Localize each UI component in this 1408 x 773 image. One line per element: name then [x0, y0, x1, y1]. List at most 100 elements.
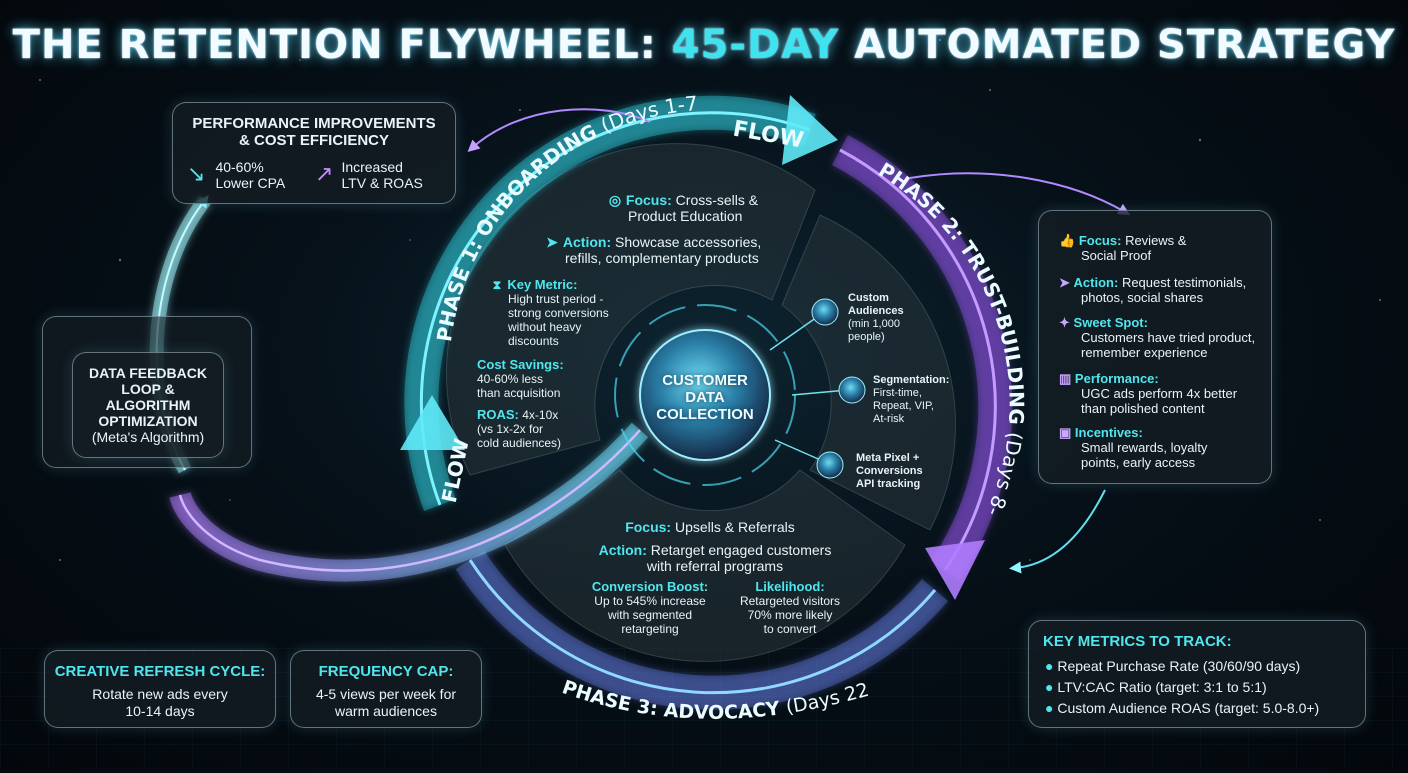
- lightbulb-icon: ✦: [1059, 315, 1070, 330]
- performance-left-line2: Lower CPA: [215, 175, 286, 191]
- bar-chart-icon: ▥: [1059, 371, 1072, 386]
- node-pixel-line2: Conversions: [856, 465, 923, 477]
- target-icon: ◎: [608, 192, 622, 208]
- phase1-savings-key: Cost Savings:: [477, 357, 564, 372]
- node-seg-line2: First-time,: [873, 387, 922, 399]
- phase1-metric-val3: without heavy: [508, 320, 582, 334]
- phase3-like-val2: 70% more likely: [747, 608, 833, 622]
- phase1-roas-key: ROAS:: [477, 407, 519, 422]
- phase3-like-val3: to convert: [763, 622, 817, 636]
- phase1-action: ➤ Action: Showcase accessories, refills,…: [545, 234, 761, 266]
- node-label-audiences: Custom Audiences (min 1,000 people): [848, 292, 904, 344]
- node-audiences-line4: people): [848, 331, 885, 343]
- phase2-sweet-key: Sweet Spot:: [1073, 315, 1148, 330]
- connector-arrow-right: [909, 172, 1131, 216]
- node-label-pixel: Meta Pixel + Conversions API tracking: [856, 452, 923, 491]
- node-sphere-pixel: [816, 451, 844, 479]
- phase3-action-val1: Retarget engaged customers: [650, 542, 832, 558]
- creative-refresh-panel: CREATIVE REFRESH CYCLE: Rotate new ads e…: [44, 650, 276, 728]
- phase1-action-val2: refills, complementary products: [565, 250, 759, 266]
- phase3-likelihood: Likelihood: Retargeted visitors 70% more…: [720, 579, 860, 637]
- phase1-focus: ◎ Focus: Cross-sells & Product Education: [608, 192, 758, 224]
- creative-line2: 10-14 days: [125, 703, 195, 719]
- phase1-metric: ⧗ Key Metric: High trust period - strong…: [490, 277, 609, 349]
- key-metrics-panel: KEY METRICS TO TRACK: ● Repeat Purchase …: [1028, 620, 1366, 728]
- phase3-focus: Focus: Upsells & Referrals: [560, 519, 860, 535]
- node-seg-line1: Segmentation:: [873, 374, 950, 386]
- metrics-title: KEY METRICS TO TRACK:: [1043, 633, 1232, 650]
- phase1-action-key: Action:: [562, 234, 612, 250]
- gift-icon: ▣: [1059, 425, 1072, 440]
- phase3-boost: Conversion Boost: Up to 545% increase wi…: [575, 579, 725, 637]
- metrics-item-3: Custom Audience ROAS (target: 5.0-8.0+): [1057, 700, 1320, 716]
- performance-left-stat: ↘ 40-60%Lower CPA: [187, 159, 285, 191]
- phase2-focus: 👍 Focus: Reviews & Social Proof: [1059, 233, 1186, 263]
- center-label: CUSTOMER DATA COLLECTION: [640, 372, 770, 423]
- hourglass-icon: ⧗: [492, 278, 502, 292]
- performance-title: PERFORMANCE IMPROVEMENTS & COST EFFICIEN…: [173, 115, 455, 149]
- connector-arrow-top: [467, 108, 651, 153]
- performance-left-line1: 40-60%: [215, 159, 264, 175]
- phase2-sweet: ✦ Sweet Spot: Customers have tried produ…: [1059, 315, 1255, 360]
- share-icon: ➤: [546, 234, 558, 250]
- phase1-savings-val2: than acquisition: [477, 386, 561, 400]
- phase2-sector: [781, 214, 957, 531]
- phase1-savings: Cost Savings: 40-60% less than acquisiti…: [477, 357, 564, 401]
- node-pixel-line3: API tracking: [856, 478, 921, 490]
- phase2-perf-val1: UGC ads perform 4x better: [1081, 386, 1238, 401]
- connector-arrow-bottom: [1009, 489, 1106, 574]
- phase1-roas-val3: cold audiences): [477, 436, 562, 450]
- phase3-action: Action: Retarget engaged customers with …: [540, 542, 890, 574]
- phase2-details-panel: 👍 Focus: Reviews & Social Proof ➤ Action…: [1038, 210, 1272, 484]
- phase3-action-val2: with referral programs: [646, 558, 784, 574]
- feedback-line2: LOOP &: [121, 381, 175, 397]
- phase2-action-val2: photos, social shares: [1081, 290, 1204, 305]
- center-line-2: DATA: [685, 389, 725, 406]
- phase2-sweet-val2: remember experience: [1081, 345, 1208, 360]
- node-label-segmentation: Segmentation: First-time, Repeat, VIP, A…: [873, 374, 949, 426]
- phase3-like-key: Likelihood:: [755, 579, 825, 594]
- phase1-savings-val1: 40-60% less: [477, 372, 544, 386]
- node-audiences-line1: Custom: [848, 292, 889, 304]
- ring-arrowhead-top: [782, 95, 838, 165]
- phase1-metric-key: Key Metric:: [507, 277, 578, 292]
- phase1-metric-val1: High trust period -: [508, 292, 604, 306]
- phase3-like-val1: Retargeted visitors: [739, 594, 841, 608]
- phase2-inc-val2: points, early access: [1081, 455, 1196, 470]
- phase2-focus-key: Focus:: [1078, 233, 1122, 248]
- metrics-item: ● LTV:CAC Ratio (target: 3:1 to 5:1): [1045, 679, 1267, 695]
- node-pixel-line1: Meta Pixel +: [856, 452, 920, 464]
- metrics-item: ● Repeat Purchase Rate (30/60/90 days): [1045, 658, 1301, 674]
- feedback-sweep-edge: [178, 429, 641, 572]
- phase1-focus-val2: Product Education: [628, 208, 743, 224]
- metrics-item: ● Custom Audience ROAS (target: 5.0-8.0+…: [1045, 700, 1320, 716]
- node-audiences-line2: Audiences: [848, 305, 904, 317]
- share-arrow-icon: ➤: [1059, 275, 1070, 290]
- phase2-perf: ▥ Performance: UGC ads perform 4x better…: [1059, 371, 1237, 416]
- node-line-audiences: [769, 314, 821, 351]
- phase1-roas: ROAS: 4x-10x (vs 1x-2x for cold audience…: [477, 407, 562, 451]
- trend-down-icon: ↘: [187, 161, 206, 186]
- phase2-focus-val2: Social Proof: [1081, 248, 1152, 263]
- frequency-title: FREQUENCY CAP:: [318, 663, 454, 680]
- center-sphere: [639, 329, 771, 461]
- feedback-loop-panel: DATA FEEDBACK LOOP & ALGORITHM OPTIMIZAT…: [72, 352, 224, 458]
- phase3-focus-val: Upsells & Referrals: [674, 519, 795, 535]
- phase2-incentives: ▣ Incentives: Small rewards, loyalty poi…: [1059, 425, 1207, 470]
- frequency-line1: 4-5 views per week for: [315, 686, 457, 702]
- phase2-action-val1: Request testimonials,: [1121, 275, 1247, 290]
- phase1-focus-key: Focus:: [625, 192, 672, 208]
- phase2-action-key: Action:: [1073, 275, 1119, 290]
- phase2-sweet-val1: Customers have tried product,: [1081, 330, 1256, 345]
- phase1-roas-val2: (vs 1x-2x for: [477, 422, 544, 436]
- node-sphere-segmentation: [838, 376, 866, 404]
- phase2-inc-key: Incentives:: [1074, 425, 1143, 440]
- phase3-boost-key: Conversion Boost:: [591, 579, 709, 594]
- trend-up-icon: ↗: [315, 161, 334, 186]
- phase1-roas-val1: 4x-10x: [522, 408, 559, 422]
- frequency-line2: warm audiences: [335, 703, 437, 719]
- thumbs-up-icon: 👍: [1059, 233, 1076, 248]
- performance-right-line1: Increased: [341, 159, 403, 175]
- frequency-cap-panel: FREQUENCY CAP: 4-5 views per week for wa…: [290, 650, 482, 728]
- node-seg-line4: At-risk: [873, 413, 905, 425]
